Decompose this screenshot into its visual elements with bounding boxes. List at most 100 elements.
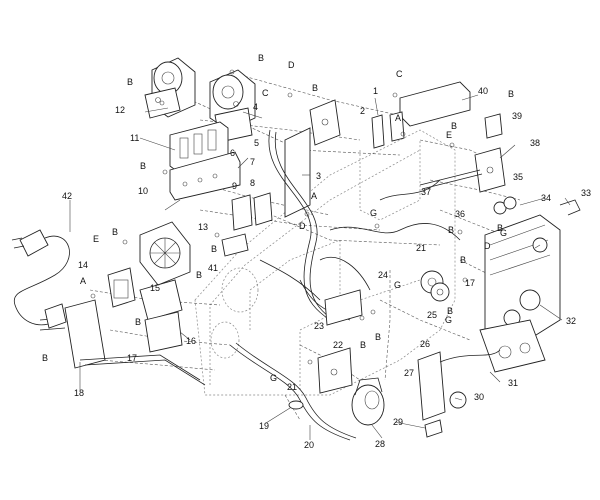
gear-set-35: [493, 196, 517, 215]
screws: [90, 69, 468, 365]
pcb-board-3: [284, 99, 341, 218]
motor-assembly-right: [209, 69, 256, 143]
cooling-fan: [139, 221, 191, 286]
callout-24: 24: [378, 270, 388, 280]
letter-g-lower: G: [270, 373, 277, 383]
callout-17-right: 17: [465, 278, 475, 288]
callout-11: 11: [130, 133, 139, 143]
letter-b-34: B: [497, 223, 503, 233]
letter-b-17: B: [460, 255, 466, 265]
sensor-38: [474, 113, 506, 193]
fastener-letters: B B B B B B B B B B B B B B B B B A A A …: [42, 53, 514, 383]
letter-b-center: B: [375, 332, 381, 342]
letter-b-motor-left: B: [127, 77, 133, 87]
drive-motor: [351, 377, 385, 426]
callout-40: 40: [478, 86, 488, 96]
right-drive-assembly: [479, 214, 561, 373]
callout-32: 32: [566, 316, 576, 326]
callout-9: 9: [232, 181, 237, 191]
callout-18: 18: [74, 388, 84, 398]
letter-b-25: B: [447, 306, 453, 316]
callout-21-upper: 21: [416, 243, 426, 253]
letter-b-14: B: [135, 317, 141, 327]
letter-d-right: D: [484, 241, 491, 251]
callout-31: 31: [508, 378, 518, 388]
callout-leaders: [69, 94, 571, 440]
letter-g-right: G: [500, 228, 507, 238]
letter-a-top: A: [395, 113, 401, 123]
letter-a-board: A: [311, 191, 317, 201]
lower-cable: [229, 342, 357, 441]
letter-e-left: E: [93, 234, 99, 244]
callout-42: 42: [62, 191, 72, 201]
callout-7: 7: [250, 157, 255, 167]
callout-39: 39: [512, 111, 522, 121]
clip-33: [559, 199, 581, 216]
callout-5: 5: [254, 138, 259, 148]
brackets-1-2: [371, 111, 405, 149]
callout-16: 16: [186, 336, 196, 346]
callout-25: 25: [427, 310, 437, 320]
motor-assembly-left: [144, 57, 196, 119]
callout-36: 36: [455, 209, 465, 219]
letter-b-fan: B: [112, 227, 118, 237]
letter-b-41: B: [211, 244, 217, 254]
letter-b-bracket: B: [140, 161, 146, 171]
letter-d-top: D: [288, 60, 295, 70]
letter-g-center: G: [370, 208, 377, 218]
callout-19: 19: [259, 421, 269, 431]
letter-c-top: C: [396, 69, 403, 79]
letter-b-40: B: [451, 121, 457, 131]
lower-right-bracket: [417, 349, 501, 438]
letter-b-36: B: [448, 225, 454, 235]
letter-b-22: B: [360, 340, 366, 350]
callout-13: 13: [198, 222, 208, 232]
callout-34: 34: [541, 193, 551, 203]
callout-numbers: 1 2 3 4 5 6 7 8 9 10 11 12 13 14 15 16 1…: [62, 86, 591, 450]
callout-8: 8: [250, 178, 255, 188]
callout-41: 41: [208, 263, 218, 273]
letter-b-inlet: B: [42, 353, 48, 363]
callout-2: 2: [360, 106, 365, 116]
callout-28: 28: [375, 439, 385, 449]
callout-26: 26: [420, 339, 430, 349]
callout-3: 3: [316, 171, 321, 181]
callout-37: 37: [421, 187, 431, 197]
power-inlet-parts: [39, 267, 206, 386]
callout-17-left: 17: [127, 353, 137, 363]
letter-a-power: A: [80, 276, 86, 286]
callout-1: 1: [373, 86, 378, 96]
letter-g-25: G: [445, 315, 452, 325]
gear-set-25: [420, 270, 450, 302]
callout-33: 33: [581, 188, 591, 198]
callout-6: 6: [230, 148, 235, 158]
letter-e-top: E: [446, 130, 452, 140]
callout-10: 10: [138, 186, 148, 196]
callout-23: 23: [314, 321, 324, 331]
callout-4: 4: [253, 102, 258, 112]
callout-15: 15: [150, 283, 160, 293]
letter-b-board: B: [312, 83, 318, 93]
callout-20: 20: [304, 440, 314, 450]
callout-22: 22: [333, 340, 343, 350]
pcb-23: [324, 289, 363, 326]
letter-b-power: B: [196, 270, 202, 280]
callout-12: 12: [115, 105, 125, 115]
letter-d-center: D: [299, 221, 306, 231]
callout-35: 35: [513, 172, 523, 182]
callout-30: 30: [474, 392, 484, 402]
small-brackets: [221, 192, 273, 257]
callout-29: 29: [393, 417, 403, 427]
bracket-assembly: [169, 121, 241, 201]
bracket-22: [317, 347, 353, 394]
letter-g-24: G: [394, 280, 401, 290]
letter-b-top-right: B: [258, 53, 264, 63]
letter-c-left: C: [262, 88, 269, 98]
rod-36-37: [419, 169, 483, 190]
power-cord: [11, 229, 70, 329]
callout-21-lower: 21: [287, 382, 297, 392]
letter-b-39: B: [508, 89, 514, 99]
callout-38: 38: [530, 138, 540, 148]
cover-40: [399, 81, 471, 127]
